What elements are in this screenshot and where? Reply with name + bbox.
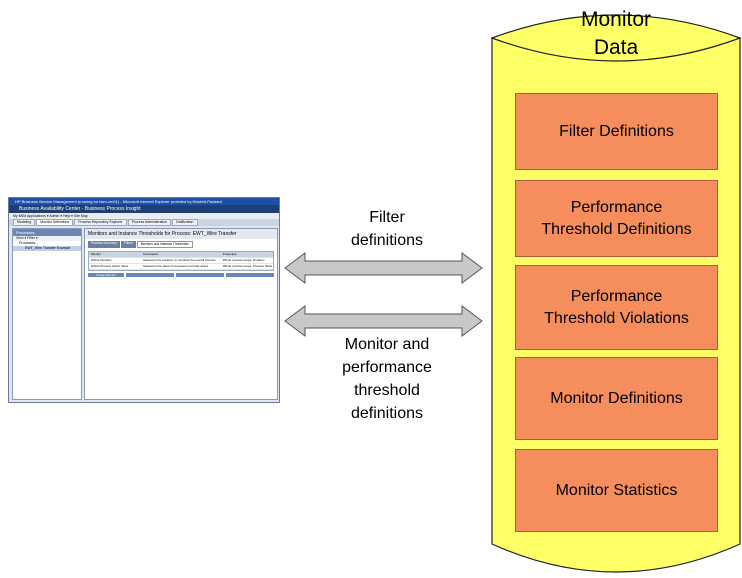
button-row: Create Monitor [88,273,274,277]
toolbar-button[interactable] [226,273,274,277]
table-cell: Whole process scope, Duration [222,258,265,262]
toolbar-button[interactable] [126,273,174,277]
monitor-threshold-definitions-label: Monitor and performance threshold defini… [317,333,457,425]
monitor-threshold-definitions-arrow [284,305,483,337]
label-line: performance [342,359,432,376]
tab-bar: Modeling Monitor Definitions Process Rep… [9,219,279,226]
database-title-line1: Monitor [580,8,652,31]
menu-bar: My BSM Applications ▾ Admin ▾ Help ▾ Sit… [9,213,279,219]
database-cylinder-top [490,14,742,62]
column-header: Properties [222,252,237,256]
monitors-table: Monitor Description Properties Whole Dur… [88,251,274,271]
subtab-process-summary[interactable]: Process Summary [88,241,121,248]
label-line: threshold [354,382,420,399]
tab-process-administration[interactable]: Process Administration [127,219,172,226]
database-title: Monitor Data [492,6,740,62]
label-line: definitions [350,405,424,422]
tab-process-repository-explorer[interactable]: Process Repository Explorer [74,219,127,226]
table-row[interactable]: Whole Process Active Value Measures the … [89,264,273,270]
subtab-filters[interactable]: Filters [121,241,136,248]
filter-definitions-label: Filter definitions [322,206,452,252]
box-label-line2: Threshold Violations [544,309,689,327]
table-cell: Whole Duration [91,258,112,262]
label-line: Filter [369,209,405,226]
tab-notification[interactable]: Notification [172,219,198,226]
box-label: Performance [570,198,663,216]
tab-monitor-definitions[interactable]: Monitor Definitions [36,219,74,226]
main-title: Monitors and Instance Thresholds for Pro… [85,229,277,239]
filter-definitions-arrow [284,252,483,284]
subtab-bar: Process Summary Filters Monitors and Ins… [85,241,277,248]
performance-threshold-violations-box: Performance Threshold Violations [515,265,718,350]
tree-item-processes[interactable]: Processes [19,241,36,245]
tree-item-selected-process[interactable]: EWT_Wire Transfer Example [13,246,81,251]
column-header: Monitor [91,252,102,256]
table-cell: Measures the value of processes currentl… [143,264,209,268]
toolbar-button[interactable] [176,273,224,277]
box-label: Monitor Definitions [550,389,683,407]
box-label-line2: Threshold Definitions [541,220,692,238]
database-title-line2: Data [593,36,639,59]
table-cell: Whole Process Active Value [91,264,129,268]
panel-header: Processes [13,229,81,236]
box-label: Performance [570,287,663,305]
table-header-row: Monitor Description Properties [89,252,273,258]
app-banner: Business Availability Center - Business … [9,205,279,213]
box-label: Monitor Statistics [555,481,678,499]
table-cell: Whole process scope, Process Value [222,264,273,268]
panel-toolbar[interactable]: View ▾ Filter ▾ [13,236,81,241]
application-screenshot: HP Business Service Management (running … [8,197,280,403]
performance-threshold-definitions-box: Performance Threshold Definitions [515,180,718,257]
main-panel: Monitors and Instance Thresholds for Pro… [84,228,278,400]
table-row[interactable]: Whole Duration Measures the duration to … [89,258,273,264]
label-line: Monitor and [344,336,430,353]
monitor-statistics-box: Monitor Statistics [515,449,718,532]
window-title: HP Business Service Management (running … [9,198,279,205]
box-label: Filter Definitions [559,122,674,140]
monitor-definitions-box: Monitor Definitions [515,357,718,440]
label-line: definitions [350,232,424,249]
subtab-monitors[interactable]: Monitors and Instance Thresholds [136,241,193,248]
tab-modeling[interactable]: Modeling [13,219,36,226]
filter-definitions-box: Filter Definitions [515,93,718,170]
table-cell: Measures the duration to complete the ov… [143,258,216,262]
processes-panel: Processes View ▾ Filter ▾ Processes EWT_… [12,228,82,400]
column-header: Description [143,252,159,256]
create-monitor-button[interactable]: Create Monitor [88,273,124,277]
